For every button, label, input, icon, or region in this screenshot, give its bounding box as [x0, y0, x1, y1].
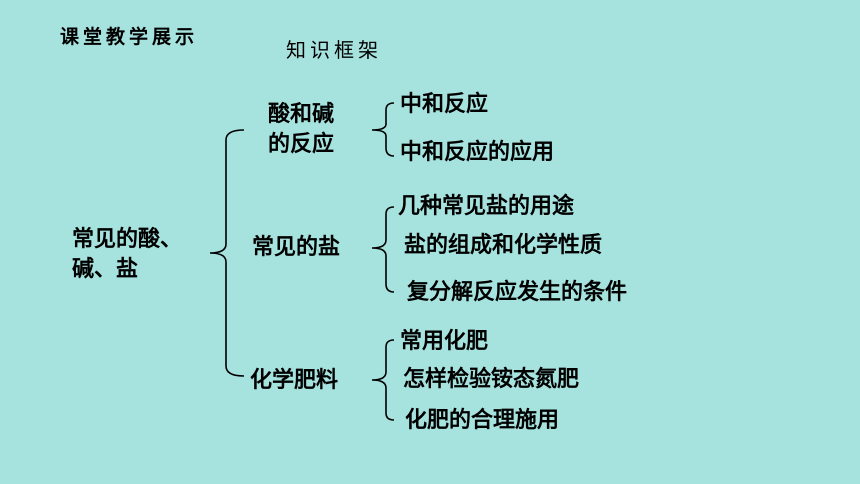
branch1-brace: [371, 102, 395, 157]
root-label-line1: 常见的酸、: [72, 227, 183, 252]
leaf-item: 复分解反应发生的条件: [407, 280, 628, 305]
branch-label-line2: 的反应: [268, 132, 335, 157]
root-node: 常见的酸、 碱、盐: [72, 225, 182, 285]
branch3-brace: [371, 339, 395, 421]
branch-node-common-salts: 常见的盐: [252, 235, 341, 260]
leaf-item: 怎样检验铵态氮肥: [403, 367, 580, 392]
leaf-item: 常用化肥: [400, 329, 489, 354]
root-label-line2: 碱、盐: [72, 257, 139, 282]
branch-node-acid-base-reaction: 酸和碱 的反应: [268, 100, 334, 160]
section-subtitle: 知识框架: [286, 38, 382, 62]
leaf-item: 中和反应: [400, 92, 489, 117]
leaf-item: 几种常见盐的用途: [398, 194, 575, 219]
branch2-brace: [371, 206, 395, 293]
leaf-item: 化肥的合理施用: [405, 408, 560, 433]
page-title: 课堂教学展示: [60, 26, 199, 48]
leaf-item: 中和反应的应用: [400, 140, 555, 165]
branch-label-line1: 酸和碱: [268, 102, 335, 127]
branch-node-fertilizers: 化学肥料: [250, 368, 339, 393]
root-brace: [209, 129, 245, 377]
leaf-item: 盐的组成和化学性质: [404, 233, 603, 258]
